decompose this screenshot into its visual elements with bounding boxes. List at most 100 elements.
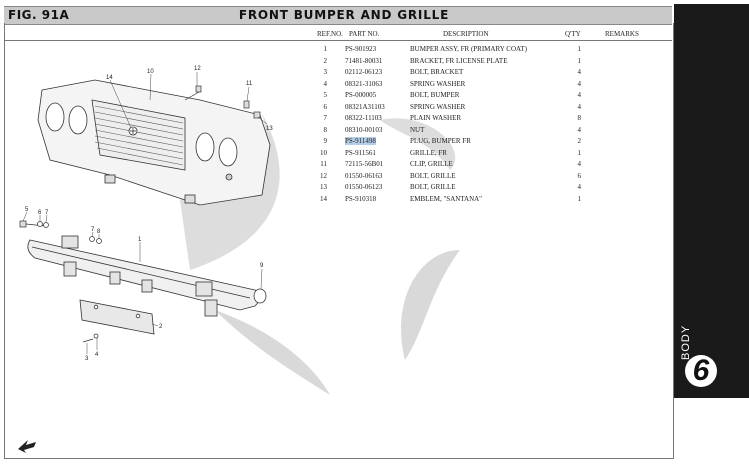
grille-drawing: [37, 79, 271, 206]
callout-7a: 7: [45, 210, 49, 216]
table-row: 1 PS-901923 BUMPER ASSY, FR (PRIMARY COA…: [0, 45, 749, 57]
callout-10: 10: [147, 69, 154, 75]
qty-cell: 2: [577, 137, 582, 145]
callout-2: 2: [159, 324, 163, 330]
table-row: 2 71481-80031 BRACKET, FR LICENSE PLATE …: [0, 57, 749, 69]
part-cell: 08310-00103: [345, 125, 383, 134]
desc-cell: BUMPER ASSY, FR (PRIMARY COAT): [410, 45, 527, 53]
part-cell: 71481-80031: [345, 56, 383, 65]
bumper-drawing: [27, 235, 267, 317]
table-row: 8 08310-00103 NUT 4: [0, 126, 749, 138]
qty-cell: 4: [577, 91, 582, 99]
qty-cell: 4: [577, 183, 582, 191]
part-cell: 01550-06123: [345, 183, 383, 191]
desc-cell: NUT: [410, 125, 425, 134]
table-row: 10 PS-911561 GRILLE, FR 1: [0, 149, 749, 161]
part-cell-highlighted[interactable]: PS-911498: [345, 137, 376, 145]
section-label: BODY: [680, 324, 692, 360]
col-header-ref: REF.NO.: [317, 30, 343, 38]
ref-cell: 14: [320, 194, 327, 203]
ref-cell: 1: [323, 45, 328, 53]
ref-cell: 3: [323, 68, 328, 76]
callout-11: 11: [246, 81, 253, 87]
callout-8: 8: [97, 229, 101, 235]
part-cell: 08322-11103: [345, 114, 382, 122]
part-cell: PS-911561: [345, 148, 376, 157]
desc-cell: BRACKET, FR LICENSE PLATE: [410, 56, 508, 65]
qty-cell: 1: [577, 56, 582, 65]
qty-cell: 1: [577, 194, 582, 203]
desc-cell: GRILLE, FR: [410, 148, 447, 157]
ref-cell: 13: [320, 183, 327, 191]
table-row: 14 PS-910318 EMBLEM, "SANTANA" 1: [0, 195, 749, 207]
ref-cell: 9: [323, 137, 328, 145]
table-row: 13 01550-06123 BOLT, GRILLE 4: [0, 183, 749, 195]
ref-cell: 8: [323, 125, 328, 134]
part-cell: PS-000005: [345, 91, 377, 99]
part-cell: 72115-56B01: [345, 160, 384, 168]
callout-14: 14: [106, 75, 113, 81]
col-header-part: PART NO.: [349, 30, 380, 38]
ref-cell: 10: [320, 148, 327, 157]
qty-cell: 4: [577, 79, 582, 88]
part-cell: PS-901923: [345, 45, 377, 53]
table-row: 7 08322-11103 PLAIN WASHER 8: [0, 114, 749, 126]
content-frame: [4, 23, 674, 459]
col-header-desc: DESCRIPTION: [443, 30, 489, 38]
col-header-remarks: REMARKS: [605, 30, 639, 38]
grille-bolts: [184, 85, 261, 119]
qty-cell: 4: [577, 68, 582, 76]
qty-cell: 4: [577, 160, 582, 168]
table-row: 5 PS-000005 BOLT, BUMPER 4: [0, 91, 749, 103]
qty-cell: 8: [577, 114, 582, 122]
callout-13: 13: [266, 126, 273, 132]
qty-cell: 1: [577, 148, 582, 157]
table-row: 6 08321A31103 SPRING WASHER 4: [0, 103, 749, 115]
table-header-divider: [4, 40, 672, 41]
callout-5: 5: [25, 207, 29, 213]
callout-6: 6: [38, 210, 42, 216]
qty-cell: 4: [577, 102, 582, 111]
desc-cell: BOLT, BUMPER: [410, 91, 460, 99]
ref-cell: 7: [323, 114, 328, 122]
callout-4: 4: [95, 352, 99, 358]
section-number-badge: 6: [685, 355, 717, 387]
desc-cell: SPRING WASHER: [410, 102, 466, 111]
ref-cell: 11: [320, 160, 327, 168]
desc-cell: BOLT, GRILLE: [410, 183, 456, 191]
ref-cell: 4: [323, 79, 328, 88]
ref-cell: 12: [320, 171, 327, 180]
qty-cell: 1: [577, 45, 582, 53]
desc-cell: PLUG, BUMPER FR: [410, 137, 471, 145]
part-cell: 01550-06163: [345, 171, 383, 180]
desc-cell: BOLT, BRACKET: [410, 68, 464, 76]
desc-cell: PLAIN WASHER: [410, 114, 462, 122]
desc-cell: BOLT, GRILLE: [410, 171, 456, 180]
part-cell: 08321-31063: [345, 79, 383, 88]
part-cell: 02112-06123: [345, 68, 383, 76]
part-cell: 08321A31103: [345, 102, 385, 111]
callout-7b: 7: [91, 227, 95, 233]
callout-1: 1: [138, 237, 142, 243]
ref-cell: 2: [323, 56, 328, 65]
callout-labels: 14 10 12 11 13 5 6 7 7 8 1 9 2 3 4: [25, 66, 273, 362]
col-header-qty: Q'TY: [565, 30, 581, 38]
table-row: 3 02112-06123 BOLT, BRACKET 4: [0, 68, 749, 80]
desc-cell: EMBLEM, "SANTANA": [410, 194, 483, 203]
table-row-selected[interactable]: 9 PS-911498 PLUG, BUMPER FR 2: [0, 137, 749, 149]
table-row: 4 08321-31063 SPRING WASHER 4: [0, 80, 749, 92]
callout-12: 12: [194, 66, 201, 72]
corner-arrow-icon: [18, 440, 36, 453]
table-row: 11 72115-56B01 CLIP, GRILLE 4: [0, 160, 749, 172]
license-bracket-drawing: [79, 299, 155, 343]
qty-cell: 4: [577, 125, 582, 134]
callout-3: 3: [85, 356, 89, 362]
figure-header: FIG. 91A FRONT BUMPER AND GRILLE: [4, 6, 672, 25]
ref-cell: 5: [323, 91, 328, 99]
desc-cell: CLIP, GRILLE: [410, 160, 453, 168]
desc-cell: SPRING WASHER: [410, 79, 466, 88]
qty-cell: 6: [577, 171, 582, 180]
page-title: FRONT BUMPER AND GRILLE: [238, 8, 450, 22]
